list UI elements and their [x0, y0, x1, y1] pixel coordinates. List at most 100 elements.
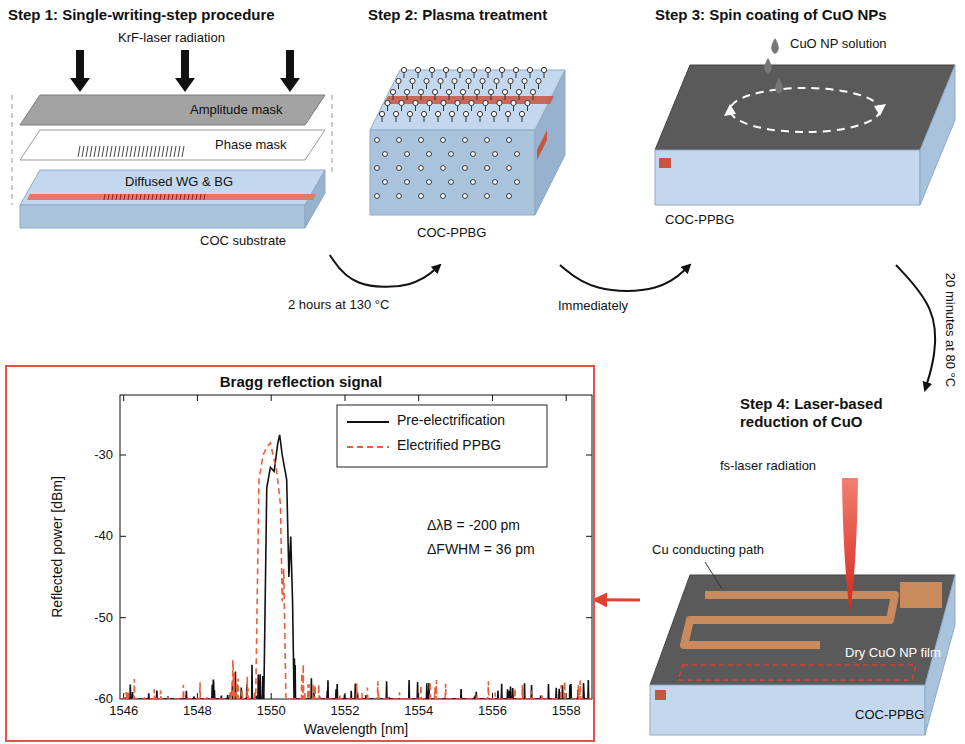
plasma-dot	[485, 67, 490, 72]
plasma-dot	[419, 194, 424, 199]
alignment-line	[331, 95, 332, 172]
laser-label: fs-laser radiation	[720, 458, 816, 474]
grating-line	[90, 146, 92, 157]
step-panel: Step 1: Single-writing-step procedureKrF…	[0, 0, 340, 255]
laser-arrow	[280, 50, 300, 92]
spin-arrowhead	[724, 104, 736, 116]
grating-line	[130, 146, 132, 157]
part-label: Amplitude mask	[190, 102, 282, 118]
fs-laser-beam	[842, 478, 858, 614]
grating-line	[156, 194, 157, 200]
tick-label: 1556	[478, 703, 507, 719]
process-arrow	[595, 598, 640, 601]
grating-line	[192, 194, 193, 200]
leader-line	[705, 562, 722, 589]
grating-line	[138, 146, 140, 157]
grating-line	[118, 146, 120, 157]
plasma-dot	[494, 78, 499, 83]
plasma-dot	[427, 180, 432, 185]
droplet	[764, 58, 772, 74]
chip-label: COC-PPBG	[855, 707, 924, 723]
plasma-dot	[435, 111, 440, 116]
chip-top	[370, 70, 565, 130]
tick-mark	[120, 455, 126, 456]
grating-line	[158, 146, 160, 157]
plasma-dot	[471, 67, 476, 72]
grating-line	[166, 146, 168, 157]
axis-title: Reflected power [dBm]	[49, 476, 66, 618]
part-label: Dry CuO NP film	[845, 645, 941, 661]
copper-path	[684, 595, 895, 645]
spin-path	[730, 88, 880, 132]
plasma-dot	[379, 111, 384, 116]
plasma-dot	[516, 89, 521, 94]
amplitude-mask	[20, 95, 325, 125]
plasma-dot	[443, 67, 448, 72]
plasma-dot	[483, 100, 488, 105]
plasma-dot	[502, 89, 507, 94]
plasma-dot	[452, 78, 457, 83]
tick-mark	[120, 617, 126, 618]
laser-arrow	[70, 50, 90, 92]
waveguide-end	[537, 130, 547, 160]
grating-line	[104, 194, 105, 200]
plasma-dot	[421, 111, 426, 116]
plasma-dot	[507, 194, 512, 199]
process-arrow	[896, 265, 935, 390]
edge-label: 2 hours at 130 °C	[286, 297, 391, 313]
axis-title: Wavelength [nm]	[304, 721, 409, 738]
plasma-dot	[419, 166, 424, 171]
legend-text: Electrified PPBG	[397, 437, 501, 454]
plasma-dot	[508, 78, 513, 83]
tick-label: -40	[94, 529, 113, 545]
plasma-dot	[515, 180, 520, 185]
spectrum-curve	[120, 435, 592, 699]
plasma-dot	[527, 67, 532, 72]
tick-label: 1548	[183, 703, 212, 719]
legend-sample	[347, 446, 389, 448]
plasma-dot	[419, 138, 424, 143]
grating-line	[148, 194, 149, 200]
step-heading: Step 2: Plasma treatment	[368, 6, 547, 24]
grating-line	[160, 194, 161, 200]
step-panel: Step 3: Spin coating of CuO NPsCuO NP so…	[640, 0, 960, 265]
plasma-dot	[491, 111, 496, 116]
grating-line	[164, 194, 165, 200]
plasma-dot	[519, 111, 524, 116]
plasma-dot	[466, 78, 471, 83]
plasma-dot	[441, 100, 446, 105]
tick-mark	[271, 693, 272, 699]
part-label: Cu conducting path	[652, 542, 764, 558]
plasma-dot	[427, 100, 432, 105]
droplet	[775, 78, 783, 94]
waveguide-stripe	[27, 194, 316, 200]
plasma-dots	[375, 67, 547, 198]
spin-arrowhead	[874, 104, 886, 116]
substrate-top	[20, 170, 325, 205]
tick-label: 1554	[404, 703, 433, 719]
grating-line	[196, 194, 197, 200]
plasma-dot	[522, 78, 527, 83]
plasma-dot	[446, 89, 451, 94]
plasma-dot	[525, 100, 530, 105]
grating-line	[144, 194, 145, 200]
plasma-dot	[485, 194, 490, 199]
grating-line	[114, 146, 116, 157]
plasma-dot	[427, 152, 432, 157]
substrate-front	[20, 205, 305, 228]
chip-front	[650, 685, 925, 735]
tick-mark	[123, 395, 124, 401]
tick-label: 1552	[331, 703, 360, 719]
plasma-dot	[471, 180, 476, 185]
chip-label: COC-PPBG	[417, 225, 486, 241]
grating-line	[134, 146, 136, 157]
tick-mark	[586, 536, 592, 537]
laser-arrow	[175, 50, 195, 92]
plasma-dot	[463, 111, 468, 116]
plasma-dot	[375, 194, 380, 199]
plasma-dot	[438, 78, 443, 83]
step-heading: Step 3: Spin coating of CuO NPs	[655, 6, 887, 24]
laser-label: KrF-laser radiation	[118, 30, 225, 46]
grating-line	[154, 146, 156, 157]
